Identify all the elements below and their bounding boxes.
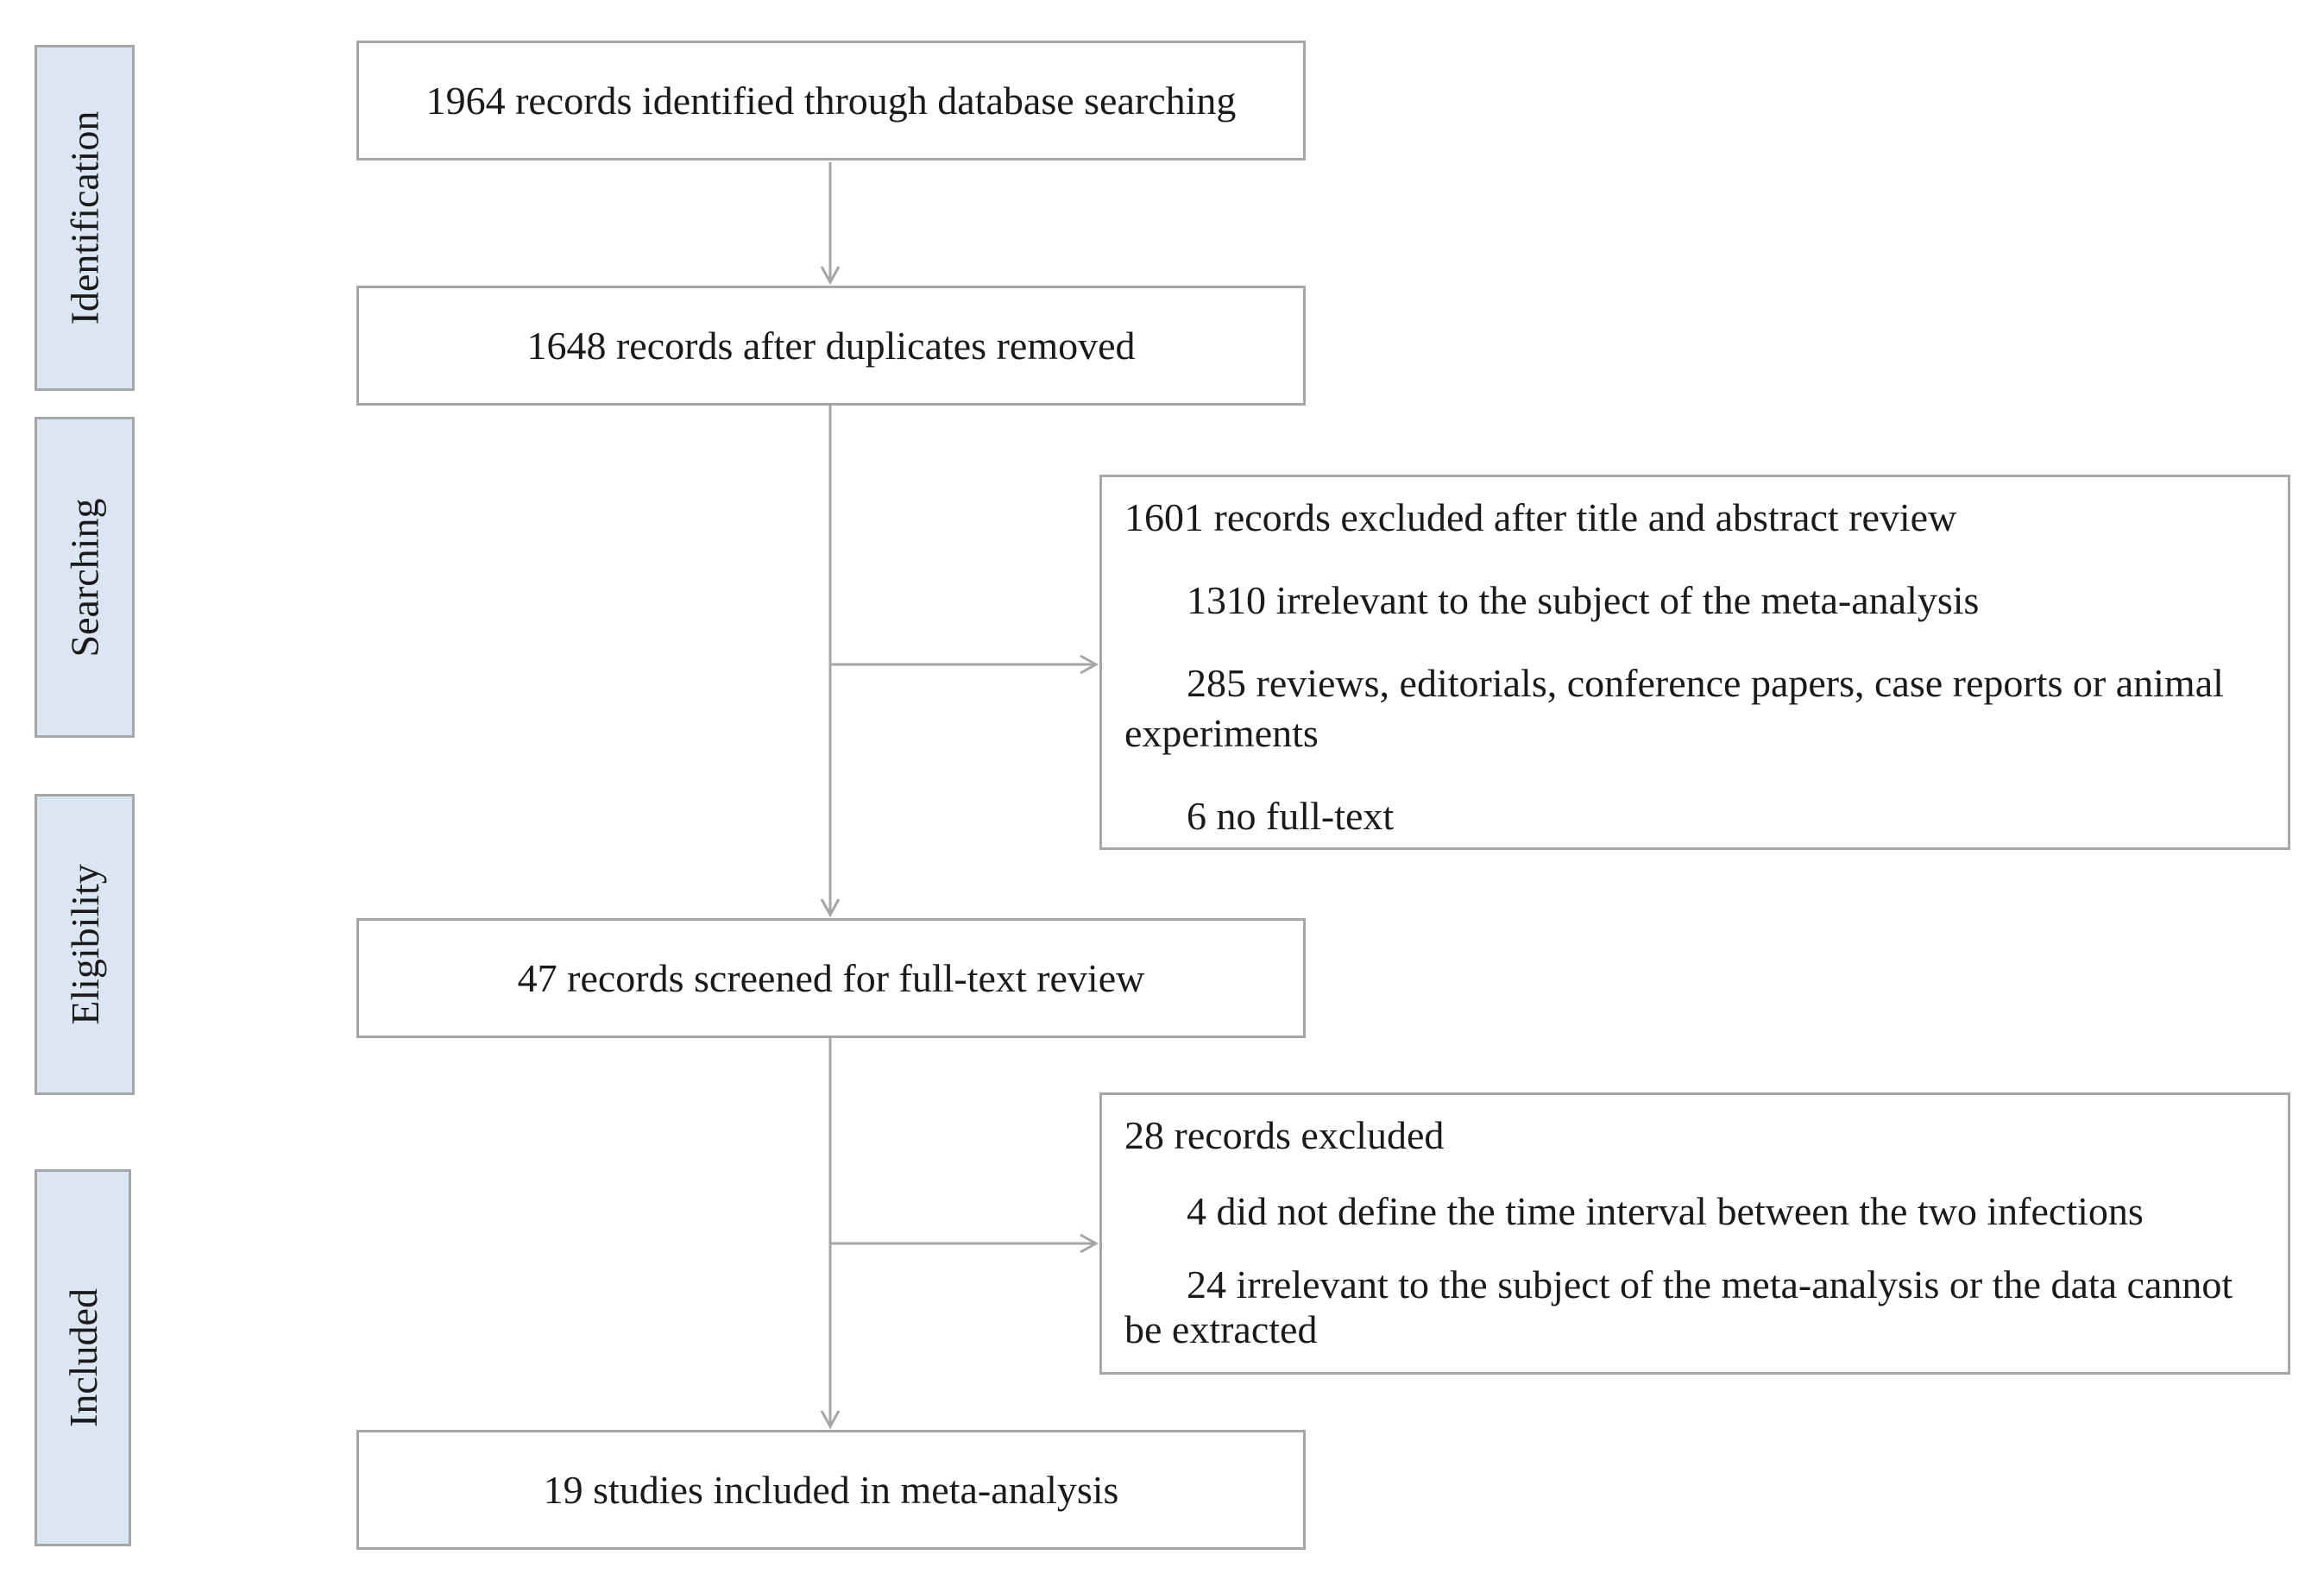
full-text-exclusion-box: 28 records excluded 4 did not define the… <box>1099 1092 2290 1375</box>
box-text: 47 records screened for full-text review <box>517 956 1145 1000</box>
phase-included: Included <box>35 1169 131 1546</box>
phase-label: Searching <box>62 498 107 657</box>
title-abstract-exclusion-box: 1601 records excluded after title and ab… <box>1099 475 2290 850</box>
phase-identification: Identification <box>35 45 135 391</box>
box-text: 1964 records identified through database… <box>425 79 1237 123</box>
box-text: 1648 records after duplicates removed <box>526 324 1136 368</box>
phase-label: Identification <box>62 110 107 325</box>
exclusion-item: 1310 irrelevant to the subject of the me… <box>1187 578 1980 622</box>
phase-eligibility: Eligibility <box>35 794 135 1095</box>
exclusion-item: 6 no full-text <box>1187 794 1395 838</box>
exclusion-heading: 1601 records excluded after title and ab… <box>1124 495 1957 539</box>
exclusion-item: 285 reviews, editorials, conference pape… <box>1124 661 2224 755</box>
phase-label: Eligibility <box>62 864 107 1025</box>
exclusion-heading: 28 records excluded <box>1124 1113 1445 1157</box>
screened-records-box: 47 records screened for full-text review <box>356 918 1306 1038</box>
exclusion-item: 4 did not define the time interval betwe… <box>1187 1189 2144 1233</box>
exclusion-item: 24 irrelevant to the subject of the meta… <box>1124 1262 2233 1351</box>
deduplicated-records-box: 1648 records after duplicates removed <box>356 286 1306 406</box>
phase-searching: Searching <box>35 417 135 738</box>
identified-records-box: 1964 records identified through database… <box>356 41 1306 161</box>
box-text: 19 studies included in meta-analysis <box>543 1468 1119 1512</box>
phase-label: Included <box>60 1288 105 1427</box>
included-studies-box: 19 studies included in meta-analysis <box>356 1430 1306 1550</box>
